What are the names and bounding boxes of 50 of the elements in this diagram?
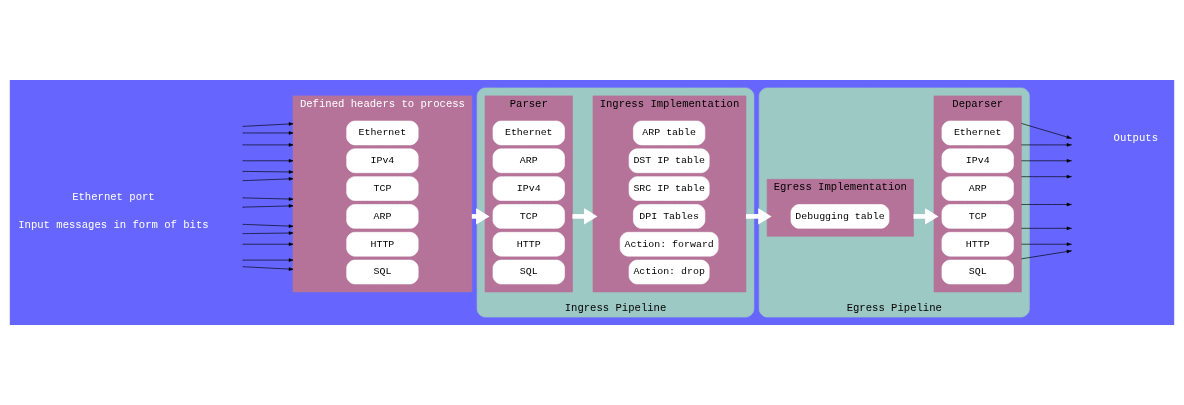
arrow: [243, 266, 294, 271]
node-box: TCP: [346, 176, 419, 201]
arrow: [243, 177, 294, 181]
arrow: [1021, 226, 1072, 231]
node-box: DPI Tables: [633, 204, 706, 229]
arrow: [572, 208, 598, 225]
node-box: TCP: [941, 204, 1014, 229]
label: Ethernet port: [72, 191, 155, 204]
node-box: HTTP: [492, 231, 565, 257]
node-box: ARP: [941, 176, 1014, 201]
arrow: [913, 208, 939, 225]
node-box: IPv4: [492, 176, 565, 201]
arrow: [243, 242, 294, 246]
node-box: Debugging table: [790, 204, 890, 229]
arrow: [243, 170, 294, 174]
label: Input messages in form of bits: [18, 219, 209, 232]
node-box: HTTP: [941, 231, 1014, 257]
node-box: Action: forward: [619, 231, 719, 257]
arrow: [243, 131, 294, 135]
arrow: [243, 143, 294, 147]
node-box: ARP table: [633, 120, 706, 146]
arrow: [243, 204, 294, 208]
node-box: Ethernet: [941, 120, 1014, 146]
arrow: [745, 208, 772, 225]
node-box: SQL: [941, 259, 1014, 285]
node-box: Ethernet: [346, 120, 419, 146]
arrow: [243, 159, 294, 163]
node-box: Action: drop: [628, 259, 710, 285]
node-box: IPv4: [346, 148, 419, 174]
arrow: [243, 197, 294, 201]
node-box: ARP: [346, 204, 419, 229]
arrow: [243, 224, 294, 228]
node-box: HTTP: [346, 231, 419, 257]
node-box: IPv4: [941, 148, 1014, 174]
arrow: [1021, 123, 1072, 139]
arrow: [1021, 249, 1072, 260]
node-box: DST IP table: [628, 148, 710, 174]
arrow: [1021, 159, 1072, 163]
arrow: [243, 122, 294, 127]
arrow: [1021, 143, 1072, 147]
arrow: [1021, 242, 1072, 246]
arrow: [243, 231, 294, 235]
node-box: SRC IP table: [628, 176, 710, 201]
node-box: Ethernet: [492, 120, 565, 146]
node-box: TCP: [492, 204, 565, 229]
arrow: [243, 258, 294, 262]
node-box: SQL: [492, 259, 565, 285]
node-box: SQL: [346, 259, 419, 285]
label: Outputs: [1113, 131, 1158, 144]
node-box: ARP: [492, 148, 565, 174]
